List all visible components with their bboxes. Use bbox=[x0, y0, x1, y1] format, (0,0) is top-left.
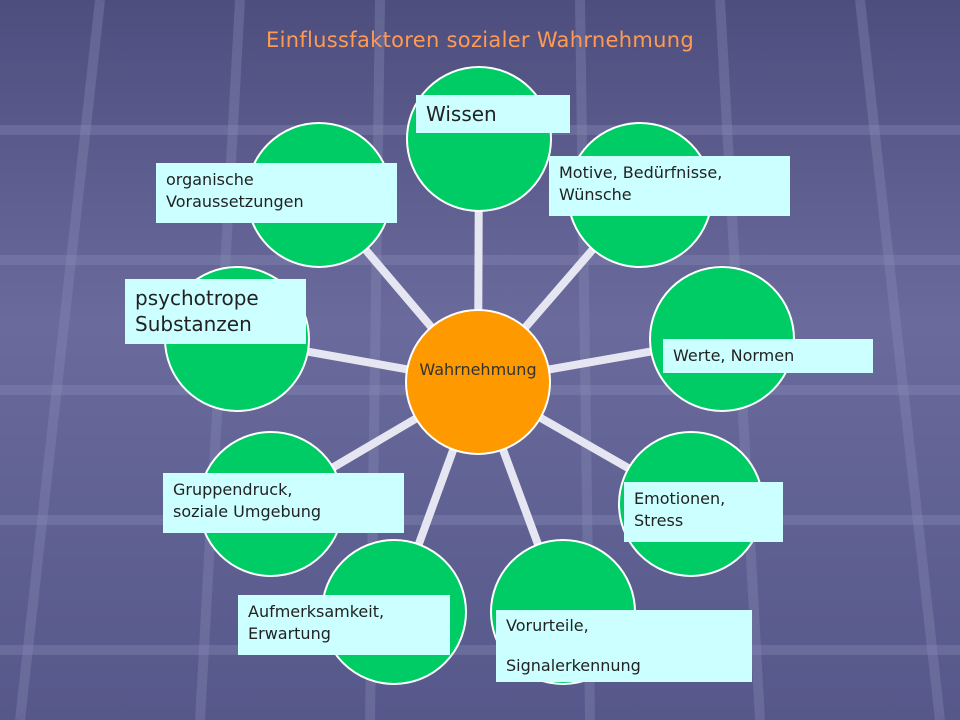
factor-label-emotionen: Emotionen, Stress bbox=[624, 482, 783, 542]
factor-label-psychotrope: psychotrope Substanzen bbox=[125, 279, 306, 344]
factor-label-motive: Motive, Bedürfnisse, Wünsche bbox=[549, 156, 790, 216]
factor-label-vorurteile: Vorurteile, Signalerkennung bbox=[496, 610, 752, 682]
factor-label-werte: Werte, Normen bbox=[663, 339, 873, 373]
center-label: Wahrnehmung bbox=[419, 360, 537, 379]
center-node bbox=[405, 309, 551, 455]
factor-label-wissen: Wissen bbox=[416, 95, 570, 133]
factor-label-aufmerksamkeit: Aufmerksamkeit, Erwartung bbox=[238, 595, 450, 655]
factor-label-organische: organische Voraussetzungen bbox=[156, 163, 397, 223]
page-title: Einflussfaktoren sozialer Wahrnehmung bbox=[266, 28, 694, 52]
factor-node-wissen bbox=[406, 66, 552, 212]
factor-label-gruppendruck: Gruppendruck, soziale Umgebung bbox=[163, 473, 404, 533]
